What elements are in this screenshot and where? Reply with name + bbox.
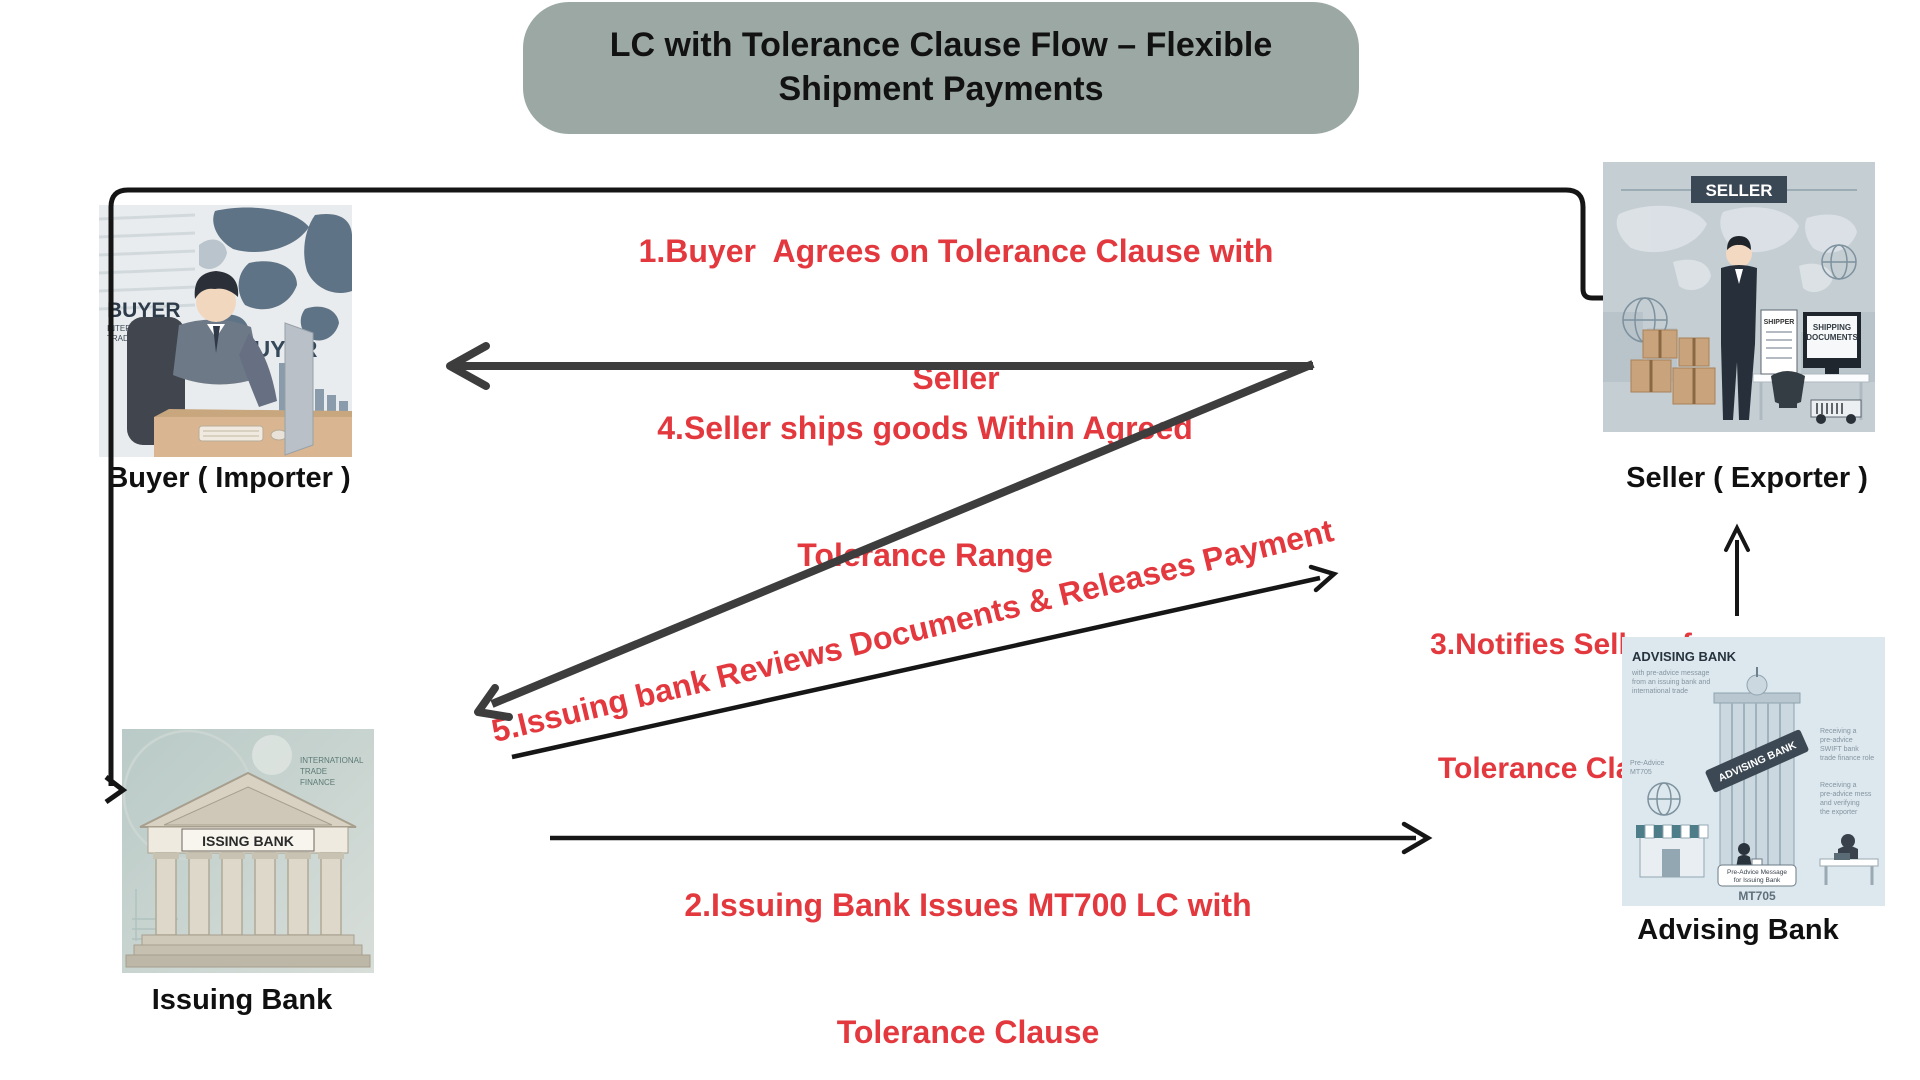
advising-side-text2: MT705	[1630, 769, 1652, 776]
advising-note-l2: from an issuing bank and	[1632, 679, 1710, 686]
issuing-bg-text1: INTERNATIONAL	[300, 756, 364, 765]
advising-side-text1: Pre-Advice	[1630, 760, 1664, 767]
seller-monitor-line2: DOCUMENTS	[1806, 333, 1858, 342]
issuing-bg-text3: FINANCE	[300, 778, 335, 787]
advising-code-text: MT705	[1738, 889, 1776, 903]
advising-note-r6: pre-advice mess	[1820, 791, 1872, 798]
issuing-bank-illustration: INTERNATIONAL TRADE FINANCE ISSING BANK	[122, 729, 374, 973]
advising-note-r2: pre-advice	[1820, 737, 1853, 744]
advising-note-r5: Receiving a	[1820, 782, 1857, 789]
advising-note-l3: international trade	[1632, 688, 1688, 695]
advising-tag-line2: for Issuing Bank	[1734, 877, 1781, 884]
advising-bank-caption: Advising Bank	[1637, 914, 1839, 946]
buyer-illustration: BUYER INTERNATIONAL TRADE BUYER	[99, 205, 352, 457]
advising-note-r7: and verifying	[1820, 800, 1860, 807]
step4-line1: 4.Seller ships goods Within Agreed	[657, 410, 1193, 447]
buyer-caption: Buyer ( Importer )	[107, 462, 351, 494]
seller-monitor-line1: SHIPPING	[1813, 323, 1851, 332]
advising-note-r4: trade finance role	[1820, 755, 1874, 762]
issuing-bank-caption: Issuing Bank	[151, 984, 333, 1016]
step1-line1: 1.Buyer Agrees on Tolerance Clause with	[638, 233, 1274, 270]
step2-line2: Tolerance Clause	[836, 1014, 1100, 1051]
seller-caption: Seller ( Exporter )	[1626, 462, 1868, 494]
step2-line1: 2.Issuing Bank Issues MT700 LC with	[684, 887, 1252, 924]
advising-note-r3: SWIFT bank	[1820, 746, 1859, 753]
step3-arrowhead	[1724, 523, 1750, 552]
title-box: LC with Tolerance Clause Flow – Flexible…	[523, 2, 1359, 134]
seller-sign-text: SELLER	[1705, 181, 1772, 200]
advising-title-text: ADVISING BANK	[1632, 649, 1737, 664]
issuing-bg-text2: TRADE	[300, 767, 327, 776]
step1-arrowhead	[104, 775, 128, 805]
title-line1: LC with Tolerance Clause Flow – Flexible	[609, 26, 1273, 65]
title-line2: Shipment Payments	[778, 70, 1104, 108]
step4-arrowhead	[446, 342, 490, 390]
issuing-sign-text: ISSING BANK	[202, 833, 294, 849]
step2-label: 2.Issuing Bank Issues MT700 LC with Tole…	[568, 800, 1368, 1080]
seller-illustration: SELLER SHIPPING DOCUMENTS	[1603, 162, 1875, 432]
seller-doc-text: SHIPPER	[1764, 319, 1795, 326]
advising-note-l1: with pre-advice message	[1631, 670, 1710, 677]
advising-tag-line1: Pre-Advice Message	[1727, 869, 1787, 876]
advising-note-r1: Receiving a	[1820, 728, 1857, 735]
advising-note-r8: the exporter	[1820, 809, 1858, 816]
advising-bank-illustration: ADVISING BANK with pre-advice message fr…	[1622, 637, 1885, 906]
